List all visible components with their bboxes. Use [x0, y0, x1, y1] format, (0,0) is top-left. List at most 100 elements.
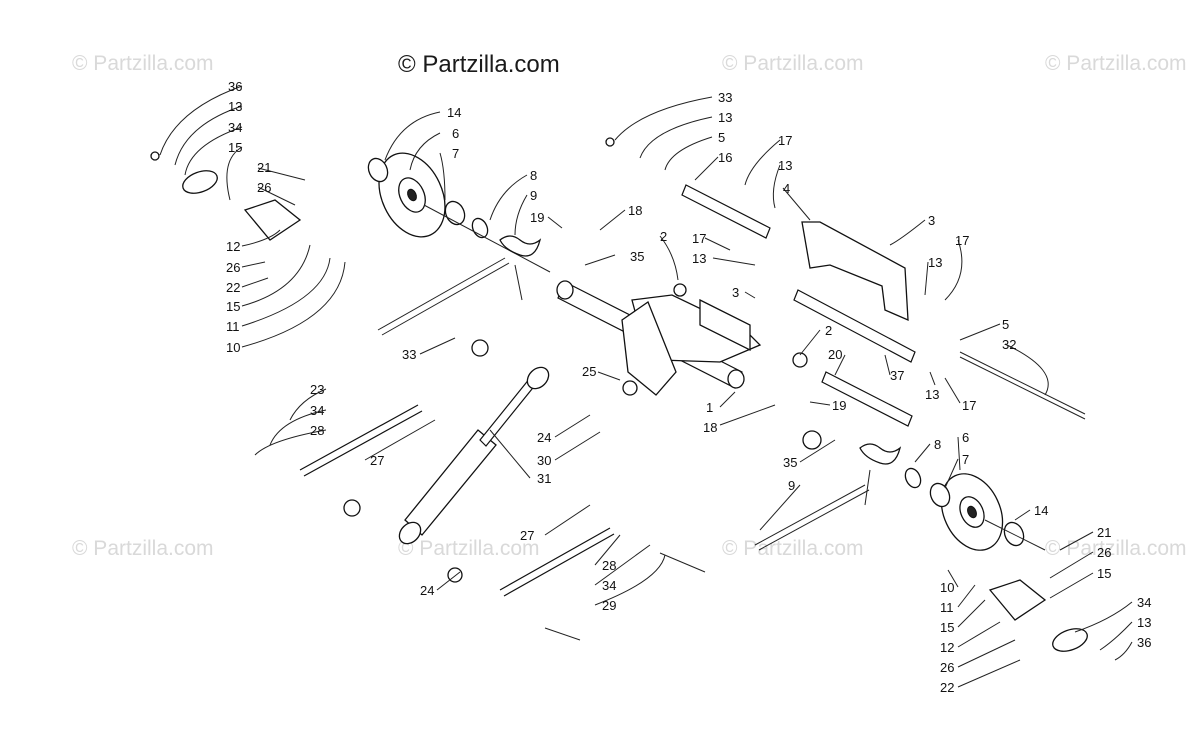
- callout-13: 13: [692, 251, 706, 266]
- callout-23: 23: [310, 382, 324, 397]
- callout-22: 22: [226, 280, 240, 295]
- callout-27: 27: [520, 528, 534, 543]
- callout-14: 14: [447, 105, 461, 120]
- callout-11: 11: [226, 319, 240, 334]
- callout-34: 34: [1137, 595, 1151, 610]
- callout-10: 10: [226, 340, 240, 355]
- shaft-end: [727, 369, 745, 389]
- callout-35: 35: [630, 249, 644, 264]
- callout-11: 11: [940, 600, 954, 615]
- link-rod: [303, 410, 423, 477]
- shaft: [793, 289, 916, 363]
- idler-bore: [407, 188, 417, 202]
- callout-31: 31: [537, 471, 551, 486]
- bolt-32: [959, 356, 1086, 420]
- callout-12: 12: [940, 640, 954, 655]
- callout-7: 7: [962, 452, 969, 467]
- callout-34: 34: [228, 120, 242, 135]
- callout-34: 34: [310, 403, 324, 418]
- callout-2: 2: [660, 229, 667, 244]
- bushing: [343, 499, 361, 517]
- shock-rod: [479, 377, 537, 447]
- axle-line: [423, 204, 551, 273]
- snap-ring: [471, 217, 489, 239]
- callout-18: 18: [703, 420, 717, 435]
- idler-bore: [967, 505, 977, 519]
- callout-27: 27: [370, 453, 384, 468]
- watermark: © Partzilla.com: [722, 52, 864, 75]
- copyright-notice: © Partzilla.com: [398, 51, 560, 78]
- callout-8: 8: [530, 168, 537, 183]
- callout-labels: 36 13 34 15 21 26 12 26 22 15 11 10 14 6…: [226, 79, 1151, 695]
- callout-10: 10: [940, 580, 954, 595]
- callout-33: 33: [402, 347, 416, 362]
- callout-24: 24: [420, 583, 434, 598]
- bushing: [802, 430, 822, 450]
- shock-eye: [398, 521, 422, 545]
- shock-eye: [526, 366, 550, 390]
- callout-26: 26: [257, 180, 271, 195]
- callout-3: 3: [732, 285, 739, 300]
- bearing: [444, 200, 466, 226]
- callout-18: 18: [628, 203, 642, 218]
- spring-arm: [377, 257, 506, 331]
- callout-17: 17: [962, 398, 976, 413]
- link-rod: [503, 533, 615, 597]
- callout-17: 17: [778, 133, 792, 148]
- bolt-29: [544, 627, 581, 641]
- callout-26: 26: [226, 260, 240, 275]
- shaft-end: [556, 280, 574, 300]
- callout-35: 35: [783, 455, 797, 470]
- torsion-spring: [499, 235, 542, 257]
- rear-bracket: [801, 221, 909, 322]
- callout-7: 7: [452, 146, 459, 161]
- watermark: © Partzilla.com: [1045, 52, 1187, 75]
- callout-2: 2: [825, 323, 832, 338]
- axle-bracket: [988, 579, 1047, 621]
- callout-1: 1: [706, 400, 713, 415]
- callout-19: 19: [530, 210, 544, 225]
- callout-13: 13: [718, 110, 732, 125]
- callout-5: 5: [1002, 317, 1009, 332]
- spring-leg: [864, 469, 871, 506]
- callout-13: 13: [1137, 615, 1151, 630]
- watermark: © Partzilla.com: [72, 537, 214, 560]
- callout-36: 36: [1137, 635, 1151, 650]
- callout-20: 20: [828, 347, 842, 362]
- callout-32: 32: [1002, 337, 1016, 352]
- callout-30: 30: [537, 453, 551, 468]
- bearing: [929, 482, 951, 508]
- bushing: [673, 283, 687, 297]
- bolt-head: [605, 137, 615, 147]
- callout-9: 9: [530, 188, 537, 203]
- bolt-32: [959, 351, 1086, 415]
- shock-body: [404, 429, 497, 536]
- callout-28: 28: [310, 423, 324, 438]
- spring-leg: [514, 264, 523, 301]
- callout-26: 26: [940, 660, 954, 675]
- watermark: © Partzilla.com: [722, 537, 864, 560]
- callout-22: 22: [940, 680, 954, 695]
- spacer: [367, 157, 389, 183]
- wheel-cap: [1052, 628, 1088, 652]
- callout-13: 13: [928, 255, 942, 270]
- link-rod: [499, 527, 611, 591]
- callout-34: 34: [602, 578, 616, 593]
- watermark: © Partzilla.com: [72, 52, 214, 75]
- bushing: [792, 352, 808, 368]
- spring-arm: [754, 484, 866, 546]
- callout-15: 15: [940, 620, 954, 635]
- callout-28: 28: [602, 558, 616, 573]
- wheel-cap: [182, 170, 218, 194]
- callout-8: 8: [934, 437, 941, 452]
- callout-33: 33: [718, 90, 732, 105]
- callout-4: 4: [783, 181, 790, 196]
- callout-16: 16: [718, 150, 732, 165]
- bushing: [622, 380, 638, 396]
- callout-15: 15: [1097, 566, 1111, 581]
- callout-29: 29: [602, 598, 616, 613]
- callout-24: 24: [537, 430, 551, 445]
- callout-17: 17: [692, 231, 706, 246]
- callout-5: 5: [718, 130, 725, 145]
- callout-14: 14: [1034, 503, 1048, 518]
